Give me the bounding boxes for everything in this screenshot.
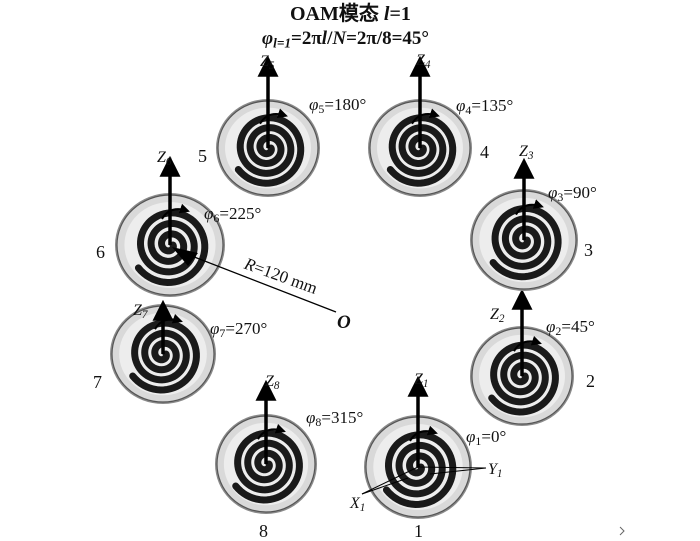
radius-arrowhead	[172, 247, 198, 266]
z-axis-label-4: Z4	[416, 52, 431, 71]
rotation-arrow	[409, 425, 438, 442]
y1-leader-b	[429, 467, 487, 475]
antenna-element-6	[115, 155, 225, 297]
formula-n: N	[332, 28, 347, 49]
antenna-element-1	[364, 375, 472, 519]
element-number-8: 8	[259, 521, 268, 541]
element-number-7: 7	[93, 372, 102, 392]
formula-slash: /	[327, 28, 333, 49]
formula-l: l	[321, 28, 328, 49]
z-axis-label-7: Z7	[133, 302, 148, 321]
title-prefix: OAM模态	[290, 3, 384, 25]
element-number-6: 6	[96, 242, 105, 262]
title-suffix: =1	[389, 3, 411, 25]
antenna-element-3	[470, 157, 578, 291]
phase-label-7: φ7=270°	[210, 319, 268, 340]
phase-label-1: φ1=0°	[466, 427, 507, 448]
antenna-element-7	[110, 299, 216, 404]
z-axis-label-1: Z1	[414, 371, 429, 390]
spiral-arm	[234, 114, 305, 187]
spiral-arm	[232, 429, 303, 504]
rotation-arrow	[257, 423, 286, 440]
spiral-arm	[488, 341, 559, 416]
antenna-element-4	[368, 55, 472, 197]
rotation-arrow	[161, 203, 190, 220]
phase-label-2: φ2=45°	[546, 317, 595, 338]
element-number-3: 3	[584, 240, 593, 260]
phase-step-formula: φl=1=2πl/N=2π/8=45°	[262, 28, 430, 51]
title-var: l	[383, 3, 390, 25]
element-number-5: 5	[198, 146, 207, 166]
rotation-arrow	[515, 199, 544, 216]
z-axis-label-2: Z2	[490, 306, 505, 325]
element-number-1: 1	[414, 521, 423, 541]
corner-mark	[619, 526, 625, 536]
spiral-arm	[134, 209, 209, 286]
y1-leader-a	[417, 466, 487, 469]
formula-rest: =2π/8=45°	[346, 28, 430, 49]
rotation-arrow	[259, 108, 288, 125]
antenna-element-5	[216, 55, 320, 197]
x1-leader-a	[361, 466, 419, 495]
phase-label-5: φ5=180°	[309, 95, 367, 116]
rotation-arrow	[513, 335, 542, 352]
phase-label-8: φ8=315°	[306, 408, 364, 429]
radius-line	[183, 252, 337, 313]
x1-leader-b	[361, 477, 409, 495]
phase-label-4: φ4=135°	[456, 96, 514, 117]
antenna-element-2	[470, 288, 574, 426]
z-axis-label-8: Z8	[265, 373, 280, 392]
formula-middle: =2π	[291, 28, 322, 49]
phase-label-3: φ3=90°	[548, 183, 597, 204]
formula-sub: l=1	[273, 35, 292, 51]
antenna-element-8	[215, 379, 317, 514]
spiral-arm	[129, 319, 200, 394]
origin-label: O	[337, 312, 351, 333]
z-axis-label-3: Z3	[519, 143, 534, 162]
spiral-arm	[382, 431, 457, 508]
phase-label-6: φ6=225°	[204, 204, 262, 225]
element-number-4: 4	[480, 142, 489, 162]
y1-axis-label: Y1	[488, 461, 503, 480]
element-number-2: 2	[586, 371, 595, 391]
diagram-title: OAM模态 l=1	[290, 4, 411, 24]
rotation-arrow	[411, 108, 440, 125]
z-axis-label-5: Z5	[260, 53, 275, 72]
spiral-arm	[489, 204, 562, 281]
z-axis-label-6: Z6	[157, 149, 172, 168]
spiral-arm	[386, 114, 457, 187]
x1-axis-label: X1	[350, 495, 366, 514]
formula-phi: φ	[262, 28, 274, 49]
